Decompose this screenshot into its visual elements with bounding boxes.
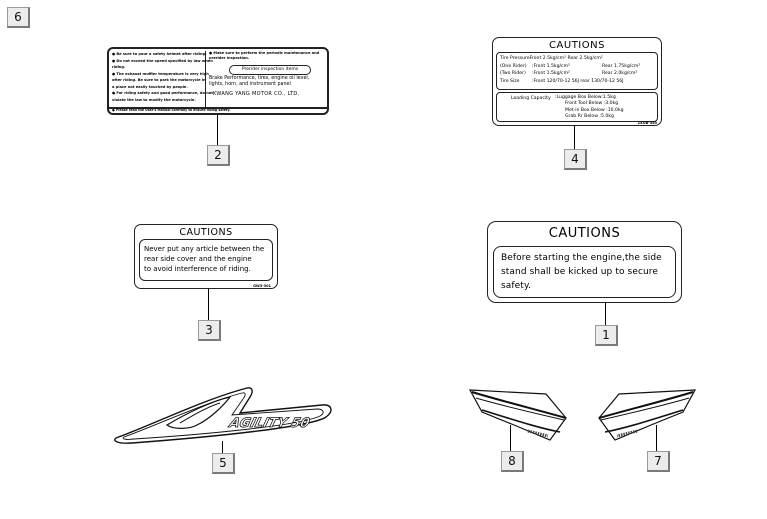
loading-rows: :Luggage Box Below:1.5kg Front Tool Belo…: [555, 95, 624, 120]
part-number-2[interactable]: 2: [207, 145, 230, 166]
text-line: a place not easily touched by people.: [112, 84, 188, 89]
part-ref: 3: [205, 323, 213, 337]
text-line: riding.: [112, 65, 126, 69]
label2-left-text: ● Be sure to pour a safety helmet after …: [112, 51, 213, 103]
inspection-items-box: Prerider inspection items: [229, 65, 311, 75]
text-line: safety.: [501, 281, 532, 291]
leader-line-5: [222, 441, 223, 456]
part-5-agility-emblem[interactable]: AGILITY 50: [112, 385, 337, 445]
group-number: 6: [14, 10, 22, 24]
part-number-3[interactable]: 3: [198, 320, 221, 341]
text-line: ● The exhaust muffler temperature is ver…: [112, 71, 209, 76]
part-ref: 1: [602, 328, 610, 342]
leader-line-7: [656, 425, 657, 451]
part-number-8[interactable]: 8: [501, 451, 524, 472]
text-line: Met-in Box Below :10.0kg: [565, 107, 624, 113]
text-line: :Luggage Box Below:1.5kg: [555, 95, 616, 100]
text-line: Brake Performance, tires, engine oil lev…: [209, 76, 310, 81]
loading-capacity-box: Loading Capacity :Luggage Box Below:1.5k…: [496, 92, 658, 122]
text-line: Before starting the engine,the side: [501, 253, 662, 263]
label-title: CAUTIONS: [179, 227, 233, 238]
part-number-5[interactable]: 5: [212, 453, 235, 474]
label-body: Never put any article between the rear s…: [144, 244, 264, 274]
part-ref: 7: [654, 454, 662, 468]
pressure-table: Tire PressureFront 2.5kg/cm² Rear 2.5kg/…: [500, 55, 640, 85]
text-line: Never put any article between the: [144, 245, 265, 253]
part-1-caution-label[interactable]: CAUTIONS Before starting the engine,the …: [487, 221, 682, 303]
text-line: ● For riding safety and good performance…: [112, 91, 213, 95]
text-line: after riding. Be sure to park the motorc…: [112, 78, 206, 82]
part-7-side-decal-right[interactable]: [597, 388, 697, 450]
leader-line-2: [217, 115, 218, 145]
part-8-side-decal-left[interactable]: [468, 388, 568, 450]
text-line: ● Be sure to pour a safety helmet after …: [112, 52, 207, 56]
leader-line-3: [208, 289, 209, 320]
tire-pressure-box: Tire PressureFront 2.5kg/cm² Rear 2.5kg/…: [496, 52, 658, 90]
part-ref: 4: [571, 152, 579, 166]
text-line: stand shall be kicked up to secure: [501, 267, 659, 277]
part-number-4[interactable]: 4: [564, 149, 587, 170]
loading-title: Loading Capacity: [511, 96, 551, 101]
company-name: KWANG YANG MOTOR CO., LTD.: [213, 91, 300, 97]
part-number-7[interactable]: 7: [647, 451, 670, 472]
label-title: CAUTIONS: [549, 40, 605, 51]
text-line: to avoid interference of riding.: [144, 265, 251, 273]
text-line: violate the law to modify the motorcycle…: [112, 97, 196, 102]
text-line: rear side cover and the engine: [144, 255, 252, 263]
text-line: Front Tool Below :3.0kg: [565, 101, 619, 107]
pressure-row: Tire PressureFront 2.5kg/cm² Rear 2.5kg/…: [500, 56, 603, 61]
part-3-caution-label[interactable]: CAUTIONS Never put any article between t…: [134, 224, 278, 289]
group-number-box: 6: [7, 7, 30, 28]
inspection-body: Brake Performance, tires, engine oil lev…: [209, 76, 309, 88]
leader-line-8: [510, 425, 511, 451]
pressure-row: Tire Size:Front 120/70-12 56J rear 130/7…: [500, 78, 624, 84]
label-body: Before starting the engine,the side stan…: [501, 251, 662, 293]
part-ref: 2: [214, 148, 222, 162]
part-ref: 5: [219, 456, 227, 470]
part-2-info-label[interactable]: ● Be sure to pour a safety helmet after …: [107, 47, 329, 115]
part-number-1[interactable]: 1: [595, 325, 618, 346]
part-ref: 8: [508, 454, 516, 468]
label-inner-box: Before starting the engine,the side stan…: [493, 246, 676, 298]
label2-footer: ● Please read the User's Manual carefull…: [112, 108, 231, 112]
label-code: 1XGB-350: [637, 121, 657, 125]
label-inner-box: Never put any article between the rear s…: [139, 239, 273, 281]
part-4-caution-label[interactable]: CAUTIONS Tire PressureFront 2.5kg/cm² Re…: [492, 37, 662, 126]
maintenance-note: ● Make sure to perform the periodic main…: [209, 51, 320, 60]
label-title: CAUTIONS: [548, 226, 621, 241]
footer-rule: [109, 107, 327, 109]
label-divider: [205, 51, 206, 108]
leader-line-1: [605, 303, 606, 325]
emblem-text: AGILITY 50: [227, 416, 311, 431]
text-line: Grab Rr Below :5.0kg: [565, 113, 614, 119]
text-line: lights, horn, and instrument panel: [209, 82, 291, 87]
label-code: GW3-301: [253, 284, 271, 288]
leader-line-4: [574, 126, 575, 149]
text-line: ● Do not exceed the speed specified by l…: [112, 58, 213, 63]
